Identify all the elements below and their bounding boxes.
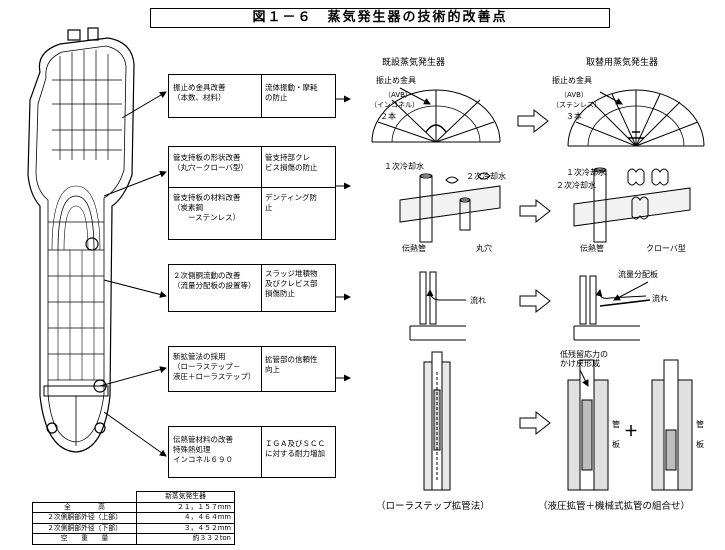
- spec-table: 新蒸気発生器 全 高 ２１，１５７mm ２次側胴部外径（上部） ４，４６４mm …: [32, 491, 235, 545]
- avb-replacement-count: ３本: [566, 112, 582, 121]
- improvement-item: 新拡管法の採用 （ローラステップ－ 液圧＋ローラステップ）: [173, 352, 256, 381]
- transition-arrows: [517, 108, 551, 436]
- expansion-existing-drawing: [423, 351, 451, 491]
- spec-value: ４，４６４mm: [136, 512, 235, 524]
- plus-sign: ＋: [624, 424, 638, 440]
- table-row: 全 高 ２１，１５７mm: [32, 501, 235, 513]
- residual-stress-label: 低残留応力の かけ戻形成: [560, 350, 608, 369]
- improvement-effect: スラッジ堆積物 及びクレビス部 損傷防止: [265, 269, 318, 298]
- improvement-item: 管支持板の形状改善 （丸穴－クローバ型）: [173, 153, 248, 172]
- table-row: 空 重 量 約３３２ton: [32, 533, 235, 545]
- avb-replacement-sub: （AVB）: [560, 91, 588, 99]
- tube-char-label-2: 管: [696, 420, 704, 429]
- plate-char-label-2: 板: [696, 440, 704, 449]
- tube-replacement-label: 伝熱管: [580, 244, 604, 253]
- spec-label: ２次側胴部外径（下部）: [32, 522, 137, 534]
- improvement-effect: ＩＧＡ及びＳＣＣ に対する耐力増加: [265, 439, 325, 458]
- improvement-item: 管支持板の材料改善 （炭素鋼 ーステンレス）: [173, 193, 241, 222]
- spec-label: ２次側胴部外径（上部）: [32, 512, 137, 524]
- avb-existing-label: 振止め金具: [376, 76, 416, 85]
- spec-table-header: 新蒸気発生器: [136, 491, 235, 503]
- support-plate-replacement-drawing: [573, 167, 691, 243]
- row-arrows: [336, 95, 351, 382]
- avb-existing-count: ２本: [380, 112, 396, 121]
- avb-replacement-drawing: [567, 89, 705, 147]
- page-title: 図１－６ 蒸気発生器の技術的改善点: [150, 8, 610, 28]
- support-plate-existing-drawing: [399, 172, 501, 243]
- improvement-item: 振止め金具改善 （本数、材料）: [173, 83, 226, 102]
- improvement-item: 伝熱管材料の改善 特殊熱処理 インコネル６９０: [173, 435, 233, 464]
- spec-value: ２１，１５７mm: [136, 501, 235, 513]
- expansion-replacement-drawing: [567, 359, 693, 491]
- improvement-effect: デンティング防 止: [265, 193, 318, 212]
- column-header-replacement: 取替用蒸気発生器: [586, 58, 659, 68]
- avb-existing-drawing: [371, 89, 501, 143]
- table-row: ２次側胴部外径（下部） ３，４５２mm: [32, 522, 235, 534]
- caption-replacement: （液圧拡管＋機械式拡管の組合せ）: [538, 501, 691, 512]
- spec-label: 全 高: [32, 501, 137, 513]
- tube-existing-label: 伝熱管: [402, 244, 426, 253]
- improvement-box-5: 伝熱管材料の改善 特殊熱処理 インコネル６９０ ＩＧＡ及びＳＣＣ に対する耐力増…: [168, 426, 336, 478]
- caption-existing: （ローラステップ拡管法）: [376, 501, 490, 512]
- improvement-item: ２次側胴流動の改善 （流量分配板の設置等）: [173, 271, 256, 290]
- plate-char-label: 板: [612, 440, 620, 449]
- avb-existing-sub: （AVB）: [384, 91, 412, 99]
- spec-label: 空 重 量: [32, 533, 137, 545]
- primary-cooling-replacement-label: １次冷却水: [566, 168, 606, 177]
- flow-replacement-drawing: [573, 275, 651, 341]
- secondary-cooling-replacement-label: ２次冷却水: [556, 181, 596, 190]
- improvement-effect: 管支持部クレ ビス損傷の防止: [265, 153, 318, 172]
- improvement-effect: 拡管部の信頼性 向上: [265, 355, 318, 374]
- column-header-existing: 既設蒸気発生器: [382, 58, 446, 68]
- improvement-box-4: 新拡管法の採用 （ローラステップ－ 液圧＋ローラステップ） 拡管部の信頼性 向上: [168, 346, 336, 392]
- tube-char-label: 管: [612, 420, 620, 429]
- avb-existing-material: （インコネル）: [370, 101, 419, 109]
- spec-value: 約３３２ton: [136, 533, 235, 545]
- spec-value: ３，４５２mm: [136, 522, 235, 534]
- improvement-effect: 流体振動・摩耗 の防止: [265, 83, 318, 102]
- round-hole-label: 丸穴: [476, 244, 492, 253]
- clover-type-label: クローバ型: [646, 244, 686, 253]
- flow-replacement-label: 流れ: [652, 294, 668, 303]
- flow-existing-label: 流れ: [470, 296, 486, 305]
- improvement-box-3: ２次側胴流動の改善 （流量分配板の設置等） スラッジ堆積物 及びクレビス部 損傷…: [168, 264, 336, 312]
- avb-replacement-material: （ステンレス）: [552, 101, 601, 109]
- leader-arrows: [99, 91, 167, 457]
- primary-cooling-label: １次冷却水: [384, 162, 424, 171]
- flow-distribution-plate-label: 流量分配板: [618, 270, 658, 279]
- secondary-cooling-label: ２次冷却水: [466, 172, 506, 181]
- avb-replacement-label: 振止め金具: [552, 76, 592, 85]
- improvement-box-1: 振止め金具改善 （本数、材料） 流体振動・摩耗 の防止: [168, 74, 336, 118]
- flow-existing-drawing: [409, 271, 466, 341]
- table-row: ２次側胴部外径（上部） ４，４６４mm: [32, 512, 235, 524]
- improvement-box-2: 管支持板の形状改善 （丸穴－クローバ型） 管支持部クレ ビス損傷の防止 管支持板…: [168, 146, 336, 240]
- steam-generator-vessel: [27, 27, 135, 453]
